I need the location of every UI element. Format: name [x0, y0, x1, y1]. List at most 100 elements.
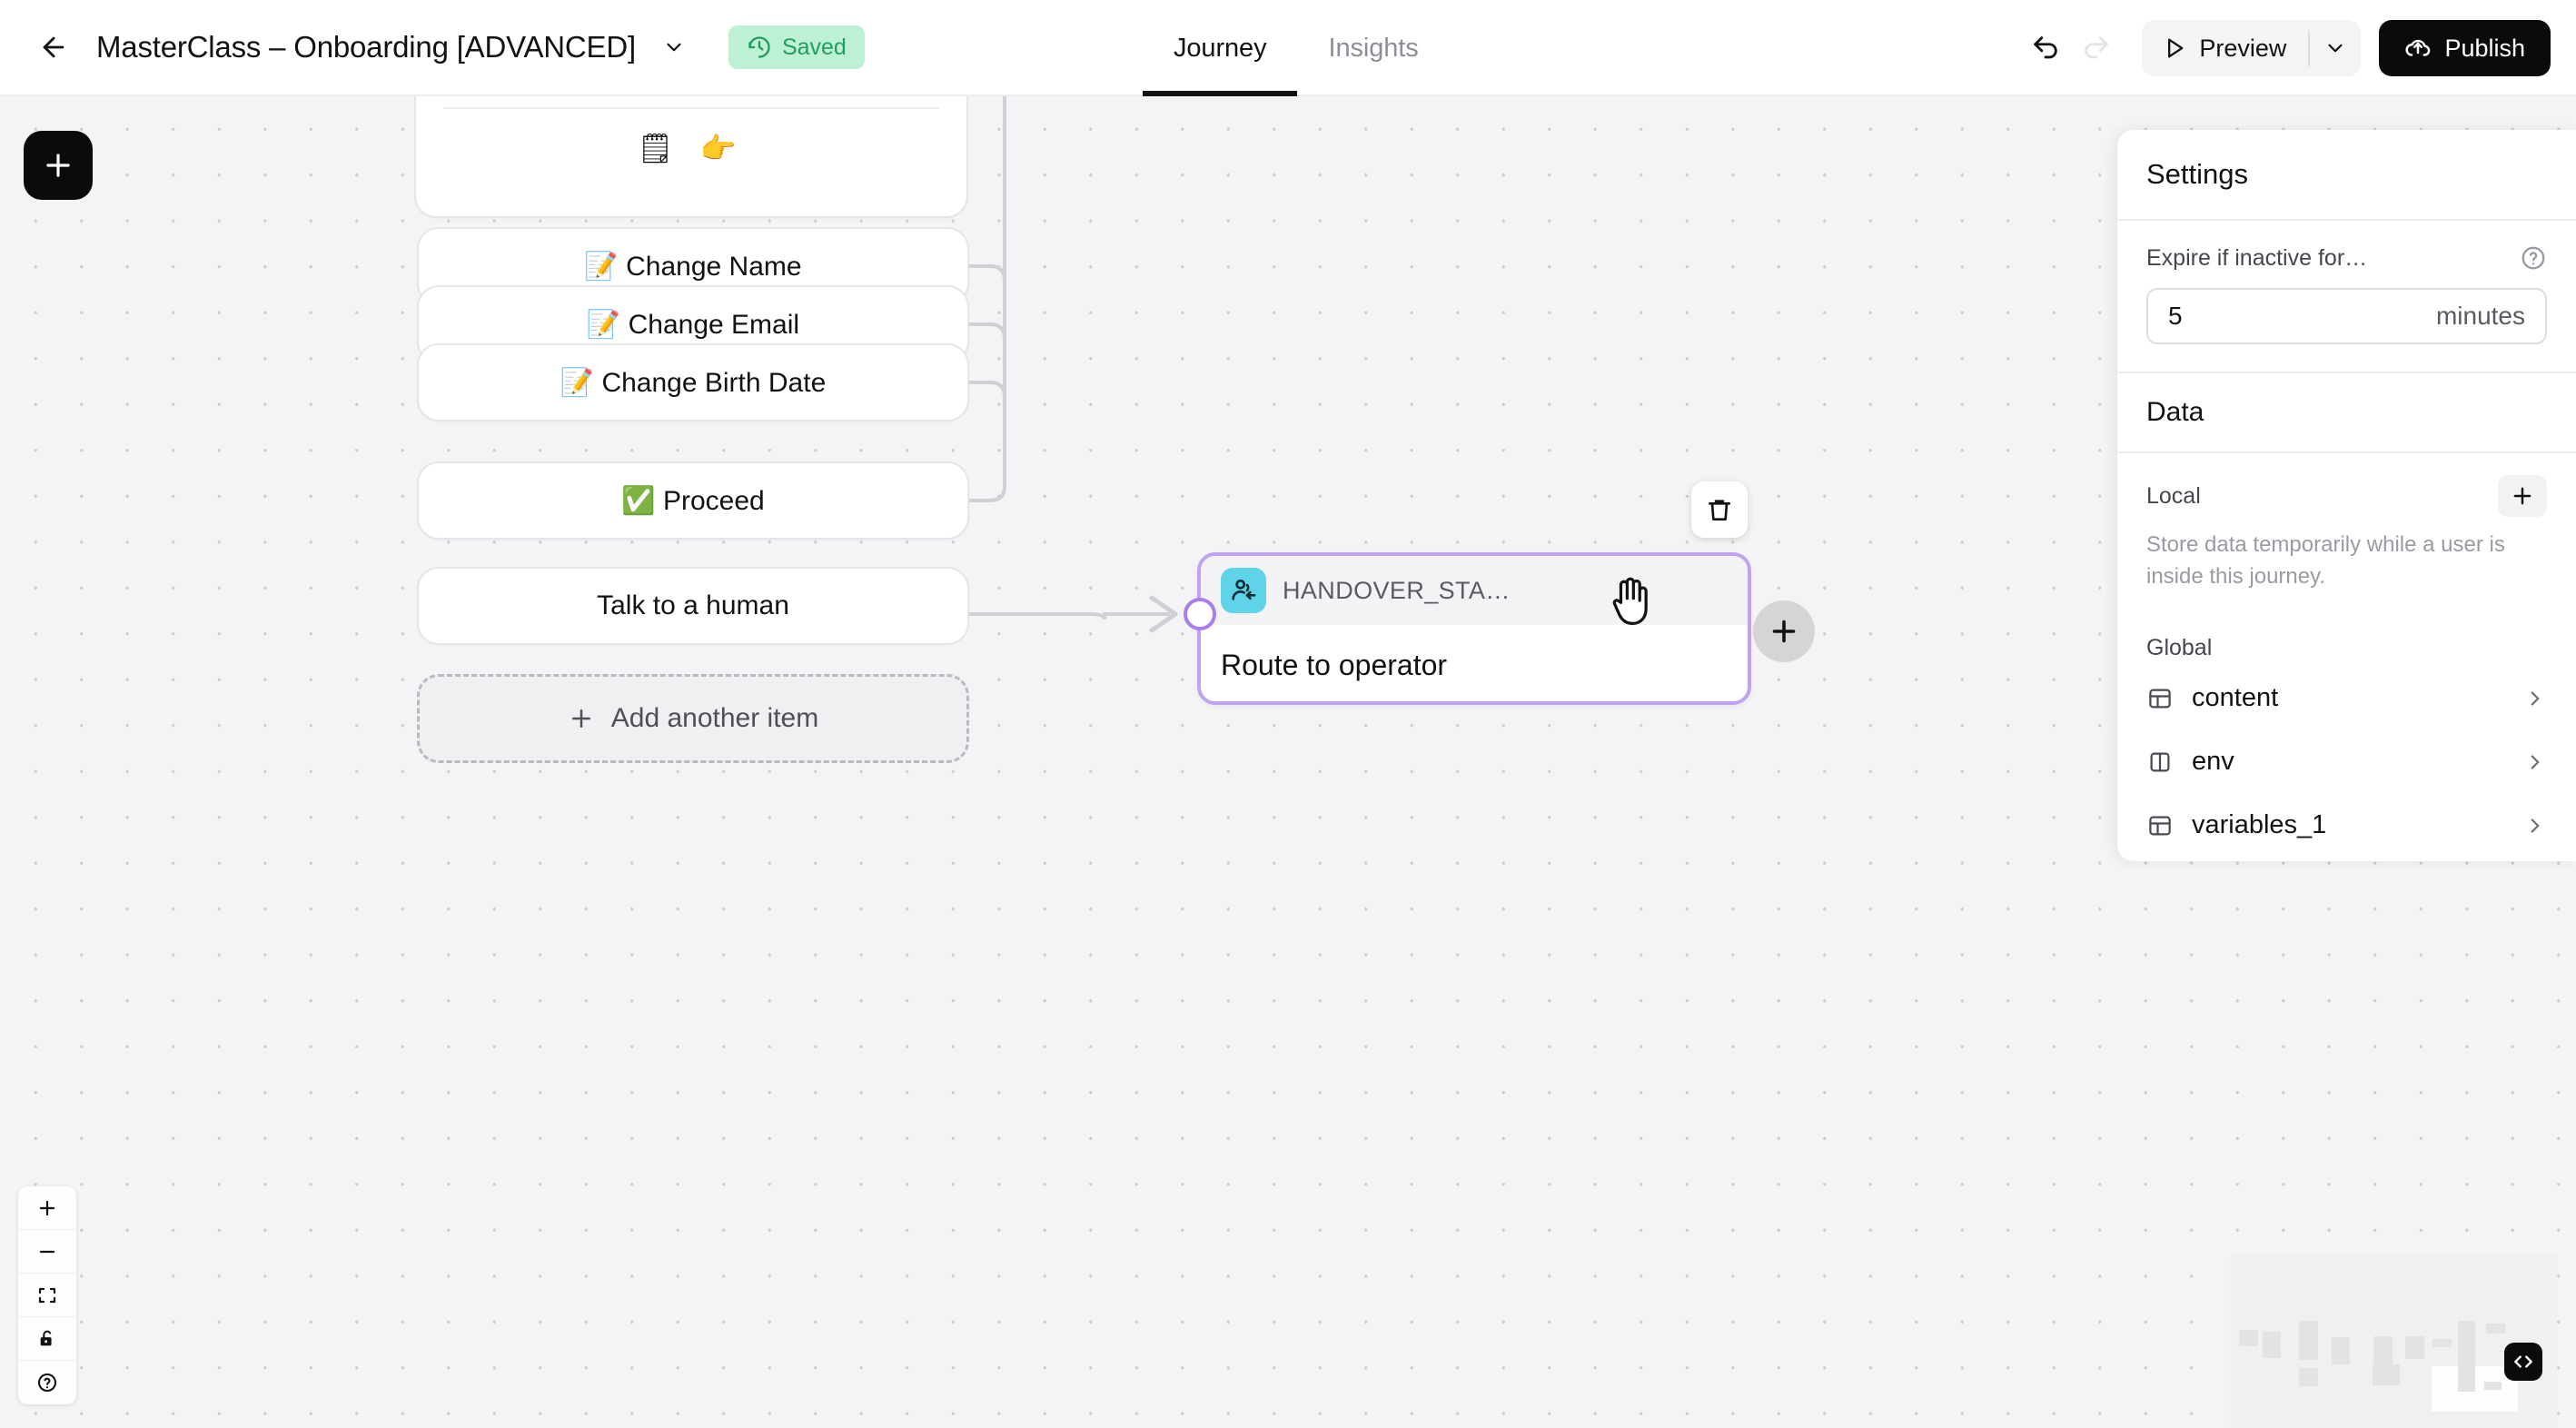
trash-icon [1709, 500, 1730, 521]
minimap-node [2484, 1382, 2502, 1390]
chevron-right-icon [2531, 755, 2540, 769]
node-label: ✅ Proceed [621, 485, 765, 516]
plus-icon [571, 709, 590, 728]
undo-icon [2034, 36, 2058, 59]
back-button[interactable] [27, 21, 80, 74]
title-dropdown-button[interactable] [656, 29, 692, 65]
tab-journey[interactable]: Journey [1143, 0, 1298, 96]
global-item-env[interactable]: env [2146, 736, 2547, 788]
settings-header: Settings [2117, 130, 2576, 221]
global-item-label: variables_1 [2192, 810, 2327, 840]
node-body-text: Route to operator [1221, 648, 1448, 681]
minimap-node [2373, 1364, 2400, 1385]
expire-unit: minutes [2435, 302, 2525, 330]
node-card-proceed[interactable]: ✅ Proceed [417, 461, 969, 540]
canvas-minimap[interactable] [2230, 1254, 2557, 1428]
fit-view-icon [38, 1287, 56, 1303]
tab-insights[interactable]: Insights [1297, 0, 1449, 96]
chevron-right-icon [2531, 691, 2540, 706]
add-local-variable-button[interactable] [2498, 475, 2547, 517]
minimap-node [2405, 1336, 2424, 1359]
plus-icon [1772, 620, 1796, 643]
zoom-out-button[interactable] [18, 1230, 76, 1274]
global-title: Global [2146, 634, 2213, 660]
data-section-body: Local Store data temporarily while a use… [2117, 453, 2576, 852]
data-section-header: Data [2117, 373, 2576, 453]
divider [443, 107, 939, 109]
chevron-right-icon [2531, 818, 2540, 833]
publish-button[interactable]: Publish [2379, 20, 2551, 76]
help-circle-icon[interactable] [2520, 244, 2547, 272]
node-label: 📝 Change Email [586, 309, 800, 340]
minimap-node [2486, 1324, 2505, 1334]
data-title: Data [2146, 397, 2204, 427]
canvas-zoom-controls [18, 1186, 76, 1404]
edge-arrow [1149, 595, 1178, 633]
help-circle-icon [37, 1373, 57, 1393]
handover-person-icon [1221, 568, 1266, 613]
fit-view-button[interactable] [18, 1274, 76, 1317]
local-description: Store data temporarily while a user is i… [2146, 532, 2505, 589]
play-icon [2168, 38, 2184, 58]
minimap-node [2432, 1339, 2452, 1347]
node-card-change-birth-date[interactable]: 📝 Change Birth Date [417, 343, 969, 421]
view-tabs: Journey Insights [1143, 0, 1450, 96]
node-input-handle[interactable] [1184, 598, 1216, 630]
delete-node-button[interactable] [1691, 481, 1748, 538]
node-label: 📝 Change Birth Date [560, 367, 827, 398]
node-card-list-prompt[interactable]: 🗒 👉 [414, 96, 968, 218]
preview-label: Preview [2199, 34, 2287, 62]
minimap-node [2239, 1330, 2258, 1346]
top-bar: MasterClass – Onboarding [ADVANCED] Save… [0, 0, 2576, 96]
global-item-variables-1[interactable]: variables_1 [2146, 799, 2547, 852]
edge-layer [966, 96, 1178, 633]
zoom-in-icon [39, 1200, 55, 1215]
cloud-upload-icon [2405, 39, 2431, 56]
add-another-item-button[interactable]: Add another item [417, 674, 969, 763]
node-card-handover-start[interactable]: HANDOVER_STA… Route to operator [1197, 552, 1751, 705]
node-label: Talk to a human [597, 590, 789, 620]
node-card-talk-to-human[interactable]: Talk to a human [417, 567, 969, 645]
code-view-button[interactable] [2504, 1343, 2542, 1381]
arrow-left-icon [43, 36, 64, 58]
table-icon [2149, 816, 2171, 836]
global-item-label: env [2192, 747, 2234, 777]
add-node-button[interactable] [24, 131, 93, 200]
history-clock-icon [748, 36, 770, 58]
zoom-in-button[interactable] [18, 1186, 76, 1230]
help-button[interactable] [18, 1361, 76, 1404]
expire-label: Expire if inactive for… [2146, 244, 2368, 271]
minimap-node [2332, 1349, 2350, 1364]
minimap-node [2373, 1351, 2393, 1365]
minimap-node [2332, 1337, 2350, 1352]
preview-button[interactable]: Preview [2142, 20, 2308, 76]
node-title: HANDOVER_STA… [1283, 576, 1511, 604]
plus-icon [2513, 487, 2531, 505]
undo-button[interactable] [2020, 23, 2071, 74]
expire-value: 5 [2168, 302, 2183, 330]
minimap-node [2373, 1336, 2393, 1353]
global-item-label: content [2192, 683, 2279, 713]
zoom-out-icon [39, 1250, 55, 1253]
minimap-node [2299, 1368, 2318, 1386]
table-icon [2149, 689, 2171, 709]
preview-dropdown-button[interactable] [2310, 20, 2361, 76]
settings-title: Settings [2146, 158, 2249, 190]
tab-journey-label: Journey [1174, 33, 1267, 63]
columns-icon [2150, 752, 2170, 772]
node-emoji-row: 🗒 👉 [637, 132, 746, 164]
lock-toggle-button[interactable] [18, 1317, 76, 1361]
minimap-node [2263, 1332, 2281, 1358]
minimap-node [2299, 1321, 2318, 1360]
redo-button[interactable] [2071, 23, 2122, 74]
divider [2308, 30, 2311, 66]
handover-person-glyph [1232, 580, 1256, 600]
global-item-content[interactable]: content [2146, 672, 2547, 725]
add-next-node-button[interactable] [1753, 600, 1815, 662]
hand-cursor-icon [1606, 573, 1657, 628]
plus-icon [46, 154, 70, 177]
expire-input[interactable]: 5 minutes [2146, 288, 2547, 344]
status-badge-label: Saved [781, 34, 847, 60]
minimap-node [2458, 1321, 2475, 1392]
